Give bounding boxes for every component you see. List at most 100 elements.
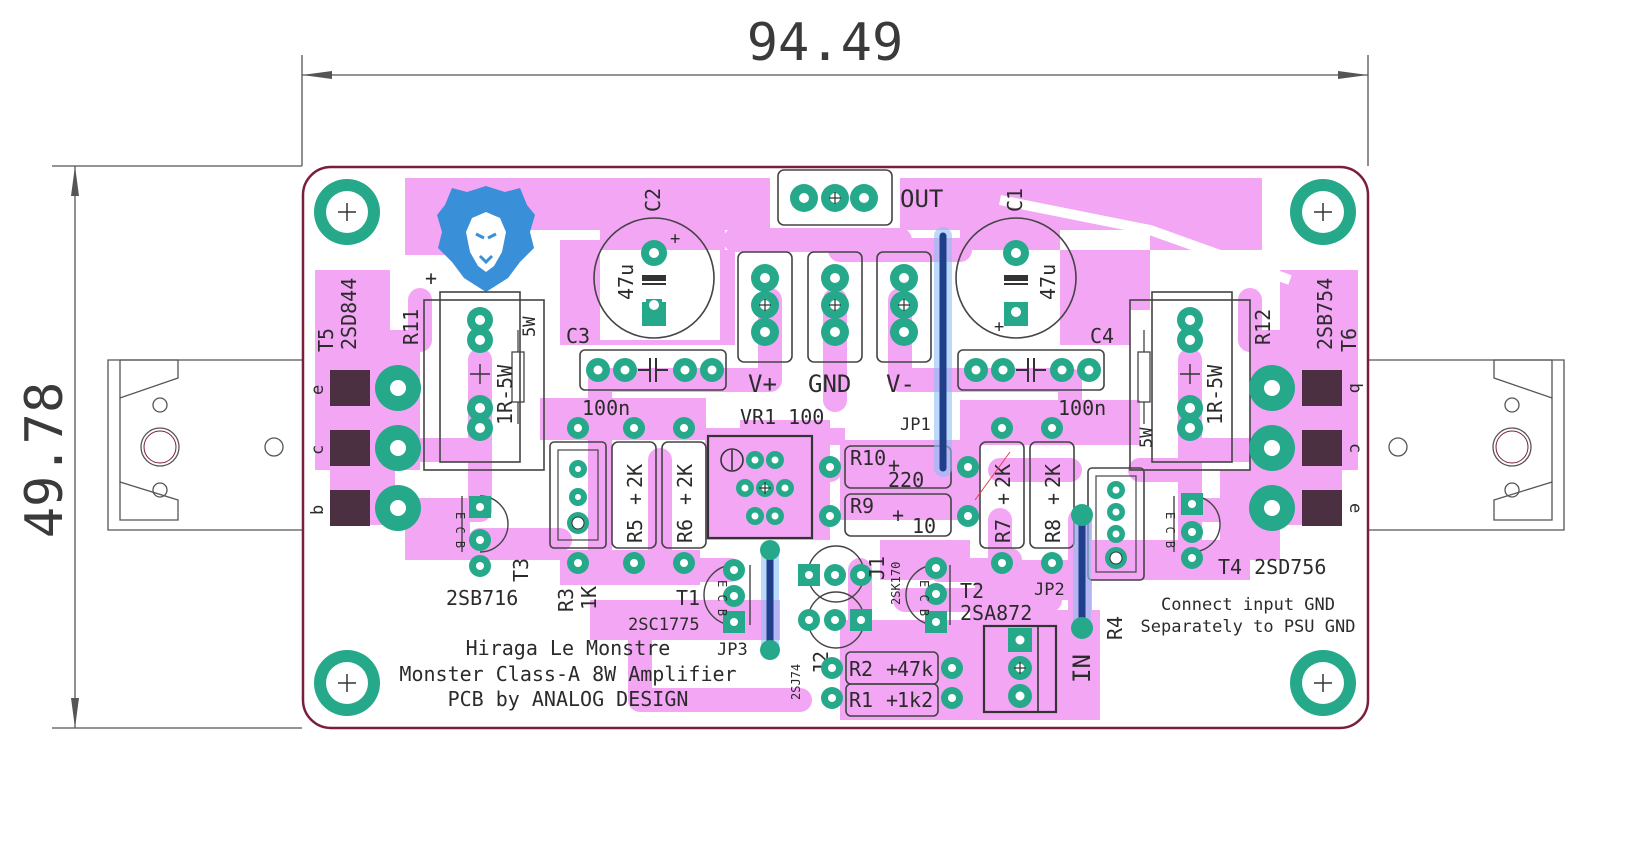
vplus-label: V+ [748, 370, 777, 398]
r6-label: R6 [673, 519, 697, 543]
jp3-label: JP3 [717, 640, 748, 660]
t3-pin-ecb: E C B [453, 512, 467, 548]
r6-value: 2K [673, 464, 697, 488]
svg-text:+: + [425, 266, 437, 290]
jumper-jp3: JP3 [717, 540, 780, 660]
in-label: IN [1068, 654, 1096, 683]
c4-value: 100n [1058, 396, 1106, 420]
jfet-j2: J2 2SJ74 [789, 591, 872, 700]
resistor-r7: R7 + 2K [974, 417, 1025, 574]
r3-value: 1K [577, 586, 601, 610]
svg-text:+: + [673, 493, 697, 505]
resistor-r4: R4 [1087, 467, 1145, 640]
mounting-hole-bottom-left [314, 650, 380, 716]
t3-label: T3 [509, 558, 533, 582]
r1-value: 1k2 [897, 688, 933, 712]
vr1-label: VR1 100 [740, 405, 824, 429]
r12-value: 1R-5W [1203, 364, 1227, 425]
t1-part: 2SC1775 [628, 615, 700, 635]
r3-label: R3 [554, 588, 578, 612]
r11-wattage: 5W [520, 316, 540, 337]
lion-logo [437, 186, 535, 292]
in-connector: IN [982, 624, 1096, 714]
c4-label: C4 [1090, 324, 1114, 348]
t5-label: T5 [314, 328, 338, 352]
c2-label: C2 [641, 188, 665, 212]
height-dimension-value: 49.78 [15, 382, 75, 539]
t6-label: T6 [1337, 328, 1361, 352]
t1-pin-ecb: E C B [715, 580, 729, 616]
svg-text:+: + [991, 493, 1015, 505]
t6-pin-b: b [1345, 383, 1365, 393]
resistor-r8: R8 + 2K [1029, 417, 1075, 574]
capacitor-c2: + C2 47u [593, 188, 715, 339]
r5-value: 2K [623, 464, 647, 488]
jp1-label: JP1 [900, 415, 931, 435]
jp2-label: JP2 [1034, 580, 1065, 600]
heatsink-transistor-t6-body [1341, 359, 1565, 531]
title-line-2: Monster Class-A 8W Amplifier [399, 662, 736, 686]
t5-pin-c: c [308, 445, 328, 455]
r1-label: R1 [849, 688, 873, 712]
c3-label: C3 [566, 324, 590, 348]
jumper-jp1: JP1 [900, 227, 952, 477]
t6-pin-e: e [1345, 503, 1365, 513]
capacitor-c3: C3 100n [566, 324, 727, 420]
mounting-holes [314, 179, 1356, 716]
r8-value: 2K [1041, 464, 1065, 488]
svg-text:+: + [888, 453, 900, 477]
t1-label: T1 [676, 586, 700, 610]
svg-text:+: + [892, 503, 904, 527]
vminus-label: V- [886, 370, 915, 398]
title-line-3: PCB by ANALOG DESIGN [448, 687, 689, 711]
jumper-jp2: JP2 [1034, 504, 1093, 639]
c1-value: 47u [1036, 264, 1060, 300]
c2-value: 47u [614, 264, 638, 300]
r5-label: R5 [623, 519, 647, 543]
r9-label: R9 [850, 494, 874, 518]
r10-label: R10 [850, 446, 886, 470]
svg-text:+: + [994, 317, 1004, 337]
r9-value: 10 [912, 514, 936, 538]
resistor-r11: + R11 1R-5W 5W [399, 266, 545, 471]
j2-part: 2SJ74 [789, 664, 803, 700]
c1-label: C1 [1003, 188, 1027, 212]
trimmer-vr1: VR1 100 [706, 405, 824, 540]
gnd-label: GND [808, 370, 851, 398]
resistor-r2: R2 + 47k [821, 651, 963, 685]
r10-value: 220 [888, 468, 924, 492]
transistor-t6-pins: b c e T6 2SB754 [1249, 278, 1365, 531]
r12-wattage: 5W [1137, 427, 1157, 448]
resistor-r12: R12 1R-5W 5W [1129, 291, 1275, 471]
t4-label: T4 2SD756 [1218, 555, 1326, 579]
svg-text:+: + [886, 657, 898, 681]
transistor-t1: E C B T1 2SC1775 [628, 559, 751, 635]
mounting-hole-top-left [314, 179, 380, 245]
svg-text:+: + [886, 688, 898, 712]
svg-text:+: + [670, 229, 680, 249]
mounting-hole-bottom-right [1290, 650, 1356, 716]
t5-pin-e: e [308, 385, 328, 395]
power-terminal-vplus: V+ [737, 251, 793, 398]
note-line-1: Connect input GND [1161, 595, 1335, 615]
r11-label: R11 [399, 309, 423, 345]
title-line-1: Hiraga Le Monstre [466, 636, 671, 660]
j1-label: J1 [865, 556, 889, 580]
r4-label: R4 [1103, 616, 1127, 640]
capacitor-c1: + C1 47u [955, 188, 1077, 339]
resistor-r6: R6 + 2K [661, 417, 707, 574]
transistor-t3: E C B T3 2SB716 [446, 495, 533, 610]
t2-pin-ecb: E C B [917, 580, 931, 616]
resistor-r9: R9 + 10 [819, 493, 979, 538]
transistor-t2: E C B T2 2SA872 [905, 557, 1032, 633]
out-connector: OUT [777, 169, 943, 226]
c3-value: 100n [582, 396, 630, 420]
r7-label: R7 [991, 519, 1015, 543]
mounting-hole-top-right [1290, 179, 1356, 245]
note-line-2: Separately to PSU GND [1141, 617, 1356, 637]
width-dimension-value: 94.49 [747, 13, 904, 73]
svg-text:+: + [623, 493, 647, 505]
r2-label: R2 [849, 657, 873, 681]
